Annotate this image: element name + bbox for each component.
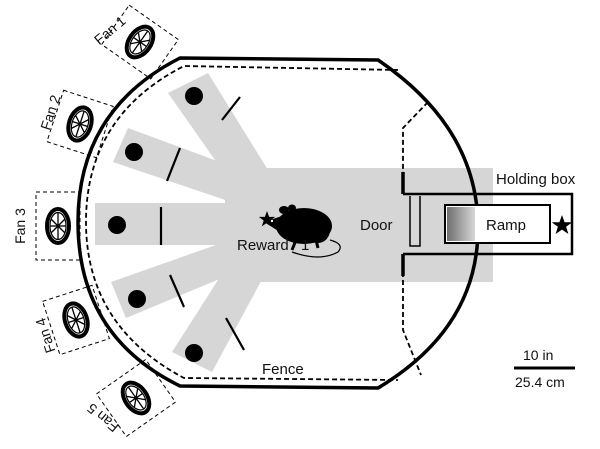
reward-label: Reward	[237, 237, 289, 254]
arm-2	[113, 128, 255, 205]
gates	[159, 96, 245, 351]
fan-icon	[119, 19, 161, 65]
fan-icon	[115, 375, 157, 421]
feeders	[108, 87, 203, 362]
ramp-label: Ramp	[486, 217, 526, 234]
ramp-shade	[447, 207, 475, 241]
feeder-1	[185, 87, 203, 105]
fan-icon	[45, 207, 71, 245]
fan-4	[41, 284, 111, 356]
fan-icon	[62, 102, 98, 146]
holding-box-label: Holding box	[496, 171, 576, 188]
scale-bar: 10 in 25.4 cm	[514, 347, 575, 390]
gate-5	[225, 317, 245, 351]
reward-number: 1	[301, 237, 309, 254]
fan-icon	[58, 298, 94, 342]
gate-1	[221, 96, 241, 121]
fan-5	[95, 358, 177, 438]
fence-label: Fence	[262, 361, 304, 378]
gate-2	[165, 147, 182, 182]
feeder-4	[128, 290, 146, 308]
feeder-5	[185, 344, 203, 362]
fan-1-label: Fan 1	[91, 12, 129, 47]
scale-cm-label: 25.4 cm	[515, 374, 565, 390]
feeder-3	[108, 216, 126, 234]
arm-3	[95, 203, 230, 245]
scale-in-label: 10 in	[523, 347, 553, 363]
fence-line	[85, 65, 399, 381]
star-icon	[258, 211, 276, 227]
arm-5	[172, 255, 266, 372]
fan-4-label: Fan 4	[32, 316, 58, 355]
feeder-2	[125, 143, 143, 161]
fan-1	[100, 4, 180, 80]
arena-wall	[76, 56, 480, 390]
fan-3	[35, 191, 81, 261]
star-icon	[551, 215, 573, 234]
fence-inner	[402, 101, 429, 376]
door-label: Door	[360, 217, 393, 234]
fan-5-label: Fan 5	[84, 400, 122, 435]
gate-4	[168, 274, 186, 308]
fan-3-label: Fan 3	[12, 208, 28, 244]
door-channel	[409, 196, 421, 247]
fan-2	[46, 89, 114, 159]
rat-icon	[264, 204, 341, 258]
holding-box	[403, 192, 574, 256]
fan-2-label: Fan 2	[37, 93, 63, 132]
